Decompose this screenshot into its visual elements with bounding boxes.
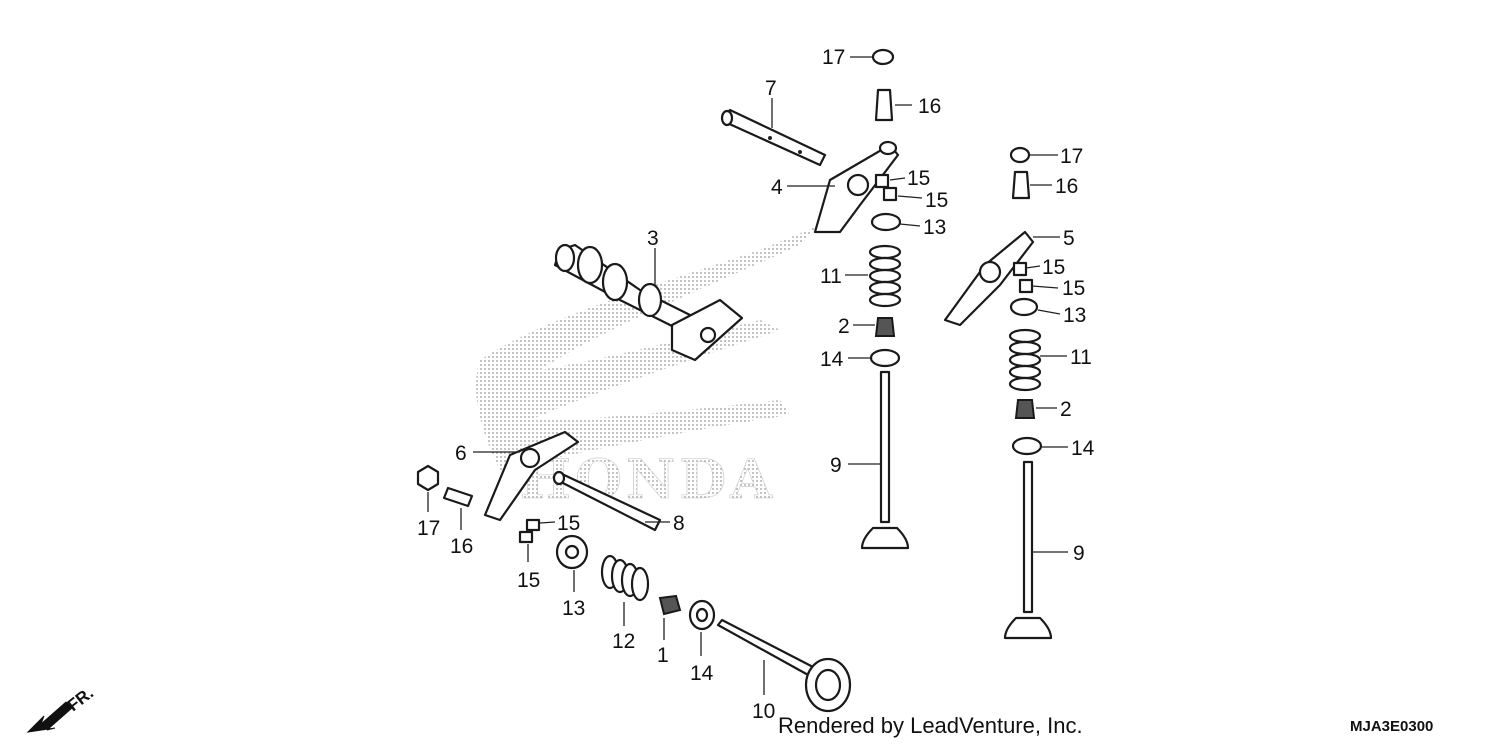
callout-9-a: 9	[830, 454, 842, 477]
part-3-camshaft	[553, 243, 744, 362]
part-9-valve-a	[860, 370, 910, 550]
part-17-nut-a	[871, 48, 895, 66]
callout-15-f: 15	[517, 569, 540, 592]
part-5-rocker-arm	[943, 230, 1035, 327]
callout-16-right: 16	[1055, 175, 1078, 198]
part-2-seal-b	[1014, 399, 1036, 419]
part-2-seal-a	[874, 317, 896, 337]
callout-9-b: 9	[1073, 542, 1085, 565]
render-credit: Rendered by LeadVenture, Inc.	[778, 713, 1083, 738]
callout-17-right: 17	[1060, 145, 1083, 168]
callout-labels: 17 16 7 15 15 4 13 3 11 2 14 9 17 16 5 1…	[417, 46, 1095, 723]
callout-15-a: 15	[907, 167, 930, 190]
part-10-valve	[716, 618, 852, 713]
callout-13-a: 13	[923, 216, 946, 239]
callout-6: 6	[455, 442, 467, 465]
callout-15-c: 15	[1042, 256, 1065, 279]
honda-wing-watermark	[476, 225, 820, 470]
part-15-cotter-c	[1012, 261, 1028, 277]
callout-15-d: 15	[1062, 277, 1085, 300]
valve-stack-left	[416, 464, 852, 713]
diagram-code: MJA3E0300	[1350, 718, 1433, 735]
callout-13-b: 13	[1063, 304, 1086, 327]
callout-8: 8	[673, 512, 685, 535]
part-14-seat-c	[688, 599, 716, 631]
callout-16-left: 16	[450, 535, 473, 558]
callout-5: 5	[1063, 227, 1075, 250]
callout-14-b: 14	[1071, 437, 1095, 460]
valve-stack-center	[860, 48, 910, 550]
part-14-seat-a	[869, 348, 901, 368]
part-7-rocker-shaft	[720, 108, 827, 167]
callout-14-a: 14	[820, 348, 844, 371]
part-15-cotter-a	[874, 173, 890, 189]
part-16-screw-a	[874, 88, 894, 122]
leader-lines	[427, 56, 1068, 695]
part-1-seal	[658, 594, 682, 616]
part-17-nut-c	[416, 464, 440, 492]
part-9-valve-b	[1003, 460, 1053, 640]
part-8-rocker-shaft	[552, 470, 662, 532]
callout-12: 12	[612, 630, 635, 653]
part-6-rocker-arm	[483, 430, 580, 522]
callout-13-c: 13	[562, 597, 585, 620]
callout-2-a: 2	[838, 315, 850, 338]
part-15-cotter-f	[518, 530, 534, 544]
part-16-screw-b	[1011, 170, 1031, 200]
callout-15-e: 15	[557, 512, 580, 535]
callout-17-left: 17	[417, 517, 440, 540]
callout-14-c: 14	[690, 662, 714, 685]
callout-17-top: 17	[822, 46, 845, 69]
callout-2-b: 2	[1060, 398, 1072, 421]
callout-10: 10	[752, 700, 775, 723]
callout-15-b: 15	[925, 189, 948, 212]
callout-7: 7	[765, 77, 777, 100]
callout-16-top: 16	[918, 95, 941, 118]
part-17-nut-b	[1009, 146, 1031, 164]
callout-1: 1	[657, 644, 669, 667]
part-13-retainer-b	[1009, 297, 1039, 317]
part-16-screw-c	[442, 486, 474, 508]
callout-11-a: 11	[820, 265, 842, 288]
front-direction-indicator: FR.	[26, 683, 97, 733]
callout-4: 4	[771, 176, 783, 199]
part-4-rocker-arm	[813, 140, 900, 234]
front-arrow-icon	[26, 701, 73, 733]
part-12-spring	[600, 554, 650, 602]
part-14-seat-b	[1011, 436, 1043, 456]
callout-3: 3	[647, 227, 659, 250]
part-13-retainer-c	[555, 534, 589, 570]
part-15-cotter-b	[882, 186, 898, 202]
part-11-spring-a	[868, 244, 902, 308]
callout-11-b: 11	[1070, 346, 1092, 369]
part-13-retainer-a	[870, 212, 902, 232]
part-15-cotter-d	[1018, 278, 1034, 294]
valve-stack-right	[1003, 146, 1053, 640]
part-11-spring-b	[1008, 328, 1042, 392]
part-15-cotter-e	[525, 518, 541, 532]
